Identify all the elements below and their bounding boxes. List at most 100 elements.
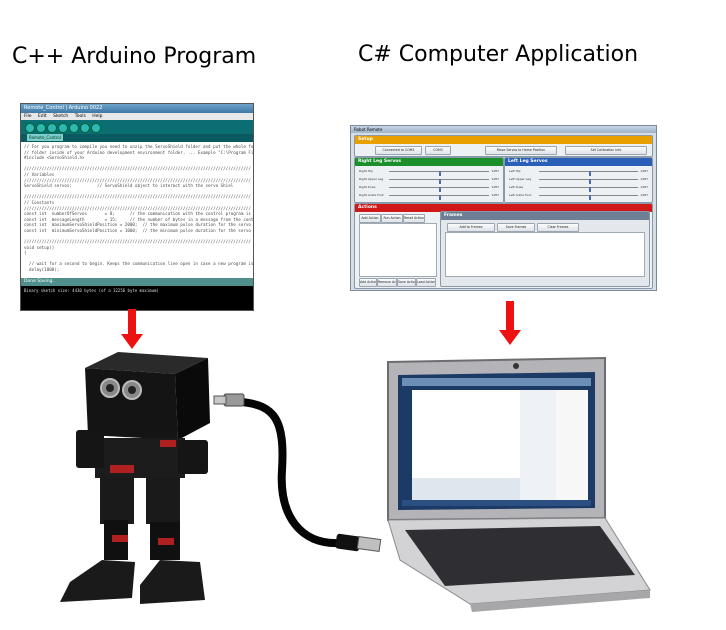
right-leg-slider-value: 1487 bbox=[491, 177, 499, 181]
csharp-title-bar: Robot Remote bbox=[351, 126, 656, 133]
com-port-select[interactable]: COM3 bbox=[425, 146, 451, 155]
reset-action-button[interactable]: Reset Action bbox=[403, 214, 425, 223]
connect-button[interactable]: Connected to COM3 bbox=[375, 146, 422, 155]
code-line: // folder inside of your Arduino develop… bbox=[24, 149, 253, 155]
code-line: ////////////////////////////////////////… bbox=[24, 205, 251, 211]
arduino-title-bar: Remote_Control | Arduino 0022 bbox=[21, 104, 253, 113]
frames-panel: Frames Add to Frames Save Frames Clear F… bbox=[440, 211, 650, 287]
actions-header: Actions bbox=[355, 204, 652, 212]
code-line: ServoShield servos; // ServoShield objec… bbox=[24, 183, 234, 189]
actions-list[interactable] bbox=[359, 223, 437, 277]
stop-icon[interactable] bbox=[36, 123, 46, 133]
left-leg-header: Left Leg Servos bbox=[505, 158, 652, 166]
load-actions-button[interactable]: Load Actions bbox=[416, 278, 436, 287]
left-leg-slider-label: Left Ankle Foot bbox=[509, 193, 532, 197]
left-leg-slider-label: Left Hip bbox=[509, 169, 521, 173]
tab-remote-control[interactable]: Remote_Control bbox=[27, 134, 63, 141]
left-leg-slider-thumb[interactable] bbox=[588, 195, 591, 200]
right-leg-slider-thumb[interactable] bbox=[439, 187, 441, 192]
code-line: const int minimumServoShieldPosition = 1… bbox=[24, 227, 253, 233]
code-line: { bbox=[24, 250, 27, 256]
arduino-status-bar: Done Saving. bbox=[21, 278, 253, 286]
code-line: ////////////////////////////////////////… bbox=[24, 177, 251, 183]
left-title: C++ Arduino Program bbox=[12, 44, 257, 69]
new-icon[interactable] bbox=[47, 123, 57, 133]
right-leg-slider-label: Right Ankle Foot bbox=[359, 193, 384, 197]
menu-tools[interactable]: Tools bbox=[74, 114, 86, 119]
left-leg-slider-track[interactable] bbox=[539, 178, 638, 184]
right-leg-slider-track[interactable] bbox=[389, 194, 489, 200]
left-leg-slider-value: 1487 bbox=[640, 169, 648, 173]
right-leg-slider-track[interactable] bbox=[389, 186, 489, 192]
menu-file[interactable]: File bbox=[24, 114, 32, 119]
left-leg-slider-thumb[interactable] bbox=[588, 171, 591, 176]
right-leg-slider-label: Right Knee bbox=[359, 185, 376, 189]
save-action-button[interactable]: Save Action bbox=[397, 278, 416, 287]
code-line: const int maximumServoShieldPosition = 2… bbox=[24, 222, 253, 228]
setup-panel: Setup Connected to COM3 COM3 Move Servos… bbox=[354, 135, 653, 157]
usb-plug-top-icon bbox=[213, 393, 245, 407]
code-line: ////////////////////////////////////////… bbox=[24, 194, 251, 200]
run-action-button[interactable]: Run Action bbox=[381, 214, 403, 223]
left-leg-slider-track[interactable] bbox=[539, 170, 638, 176]
add-action-button[interactable]: Add Action bbox=[359, 214, 381, 223]
right-leg-header: Right Leg Servos bbox=[355, 158, 503, 166]
home-position-button[interactable]: Move Servos to Home Position bbox=[485, 146, 557, 155]
menu-sketch[interactable]: Sketch bbox=[53, 114, 69, 119]
right-leg-slider-thumb[interactable] bbox=[439, 195, 441, 200]
code-line: // wait for a second to begin. Keeps the… bbox=[29, 261, 253, 267]
add-action-bottom-button[interactable]: Add Action bbox=[359, 278, 377, 287]
arduino-menu-bar: File Edit Sketch Tools Help bbox=[21, 113, 253, 120]
right-leg-slider-row: Right Knee 1487 bbox=[359, 184, 499, 192]
right-leg-slider-label: Right Hip bbox=[359, 169, 373, 173]
code-line: void setup() bbox=[24, 244, 55, 250]
right-leg-slider-row: Right Ankle Foot 1487 bbox=[359, 192, 499, 200]
left-leg-slider-track[interactable] bbox=[539, 186, 638, 192]
left-leg-slider-thumb[interactable] bbox=[588, 179, 591, 184]
right-leg-slider-track[interactable] bbox=[389, 178, 489, 184]
right-leg-slider-thumb[interactable] bbox=[439, 171, 441, 176]
left-leg-slider-row: Left Hip 1487 bbox=[509, 168, 648, 176]
save-frames-button[interactable]: Save Frames bbox=[497, 223, 535, 232]
clear-frames-button[interactable]: Clear Frames bbox=[537, 223, 579, 232]
code-line: ////////////////////////////////////////… bbox=[24, 239, 251, 245]
robot-icon bbox=[60, 352, 210, 604]
code-line: const int messageLength = 15; // the num… bbox=[24, 216, 253, 222]
menu-edit[interactable]: Edit bbox=[37, 114, 47, 119]
menu-help[interactable]: Help bbox=[92, 114, 103, 119]
right-leg-slider-track[interactable] bbox=[389, 170, 489, 176]
verify-icon[interactable] bbox=[25, 123, 35, 133]
left-leg-slider-label: Left Knee bbox=[509, 185, 524, 189]
arduino-code-editor[interactable]: // For you program to compile you need t… bbox=[21, 142, 253, 278]
right-leg-slider-value: 1487 bbox=[491, 185, 499, 189]
calibration-button[interactable]: Set Calibration Info bbox=[565, 146, 647, 155]
left-leg-slider-thumb[interactable] bbox=[588, 187, 591, 192]
arrow-to-laptop-head bbox=[499, 330, 521, 345]
right-leg-slider-value: 1487 bbox=[491, 193, 499, 197]
save-icon[interactable] bbox=[69, 123, 79, 133]
laptop-icon bbox=[387, 356, 651, 612]
serial-monitor-icon[interactable] bbox=[91, 123, 101, 133]
right-leg-slider-thumb[interactable] bbox=[439, 179, 441, 184]
frames-list[interactable] bbox=[445, 232, 645, 277]
right-title: C# Computer Application bbox=[358, 42, 639, 67]
actions-panel: Actions Add Action Run Action Reset Acti… bbox=[354, 203, 653, 289]
code-line: const int numberOfServos = 8; // the com… bbox=[24, 211, 253, 217]
upload-icon[interactable] bbox=[80, 123, 90, 133]
setup-header: Setup bbox=[355, 136, 652, 144]
left-leg-slider-label: Left Upper Leg bbox=[509, 177, 532, 181]
add-to-frames-button[interactable]: Add to Frames bbox=[447, 223, 495, 232]
arrow-to-robot-head bbox=[121, 334, 143, 349]
usb-plug-bottom-icon bbox=[335, 533, 382, 553]
frames-header: Frames bbox=[441, 212, 649, 220]
arduino-console: Binary sketch size: 4430 bytes (of a 322… bbox=[21, 286, 253, 310]
left-leg-slider-track[interactable] bbox=[539, 194, 638, 200]
remove-action-button[interactable]: Remove Action bbox=[377, 278, 397, 287]
open-icon[interactable] bbox=[58, 123, 68, 133]
